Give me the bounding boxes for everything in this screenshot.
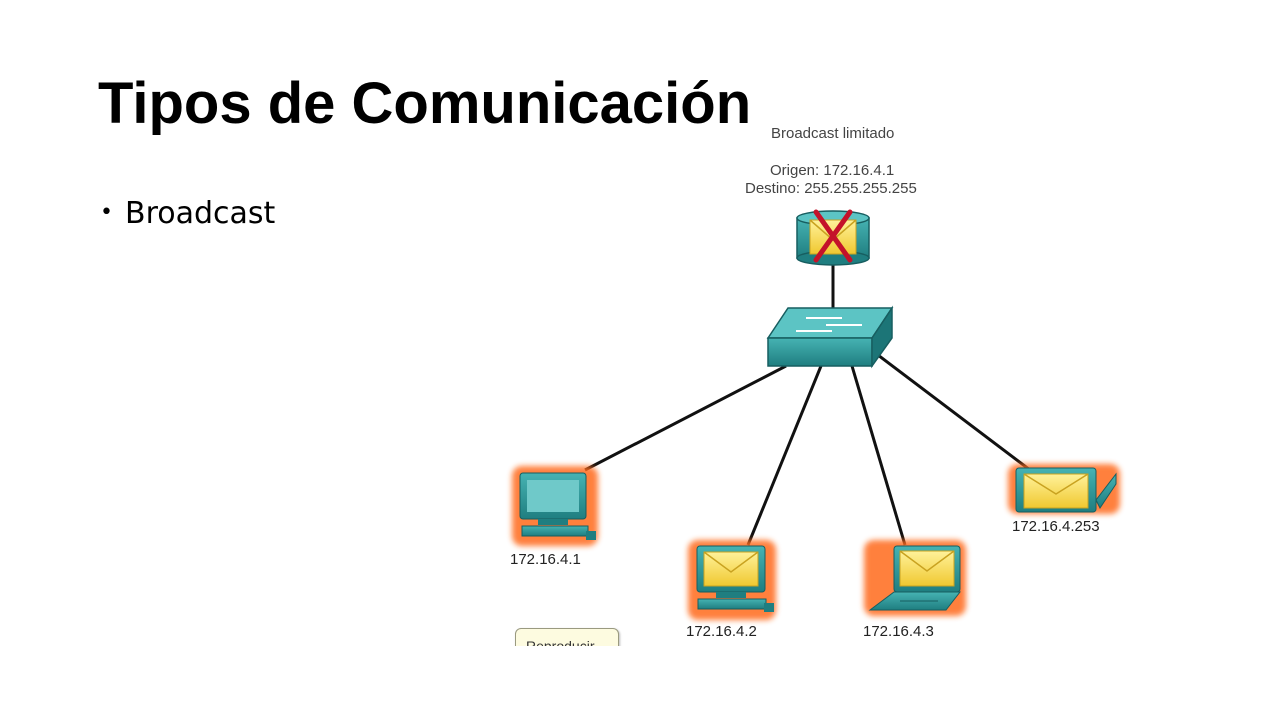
host-2-label: 172.16.4.2 xyxy=(686,623,757,640)
link-host-3 xyxy=(850,365,907,546)
destination-label: Destino: 255.255.255.255 xyxy=(745,180,917,197)
host-3-label: 172.16.4.3 xyxy=(863,623,934,640)
links xyxy=(584,262,1031,546)
slide-bottom-area xyxy=(0,646,1280,720)
host-laptop-4-icon xyxy=(1008,464,1120,514)
bullet-item: • Broadcast xyxy=(100,196,275,231)
router-icon xyxy=(796,209,870,266)
envelope-icon xyxy=(1023,473,1089,509)
switch-icon xyxy=(766,305,894,369)
envelope-icon xyxy=(703,551,759,587)
host-laptop-3-icon xyxy=(864,540,966,616)
bullet-text: Broadcast xyxy=(124,196,276,231)
blocked-x-icon xyxy=(813,209,853,263)
host-desktop-2-icon xyxy=(688,540,776,620)
bullet-dot: • xyxy=(100,200,113,225)
host-desktop-1-icon xyxy=(512,466,598,546)
slide-title: Tipos de Comunicación xyxy=(98,71,752,136)
link-host-4 xyxy=(873,350,1031,472)
host-4-label: 172.16.4.253 xyxy=(1012,518,1100,535)
origin-label: Origen: 172.16.4.1 xyxy=(770,162,894,179)
link-host-1 xyxy=(584,364,787,472)
diagram-header: Broadcast limitado xyxy=(771,125,894,142)
link-host-2 xyxy=(746,365,823,546)
host-1-label: 172.16.4.1 xyxy=(510,551,581,568)
